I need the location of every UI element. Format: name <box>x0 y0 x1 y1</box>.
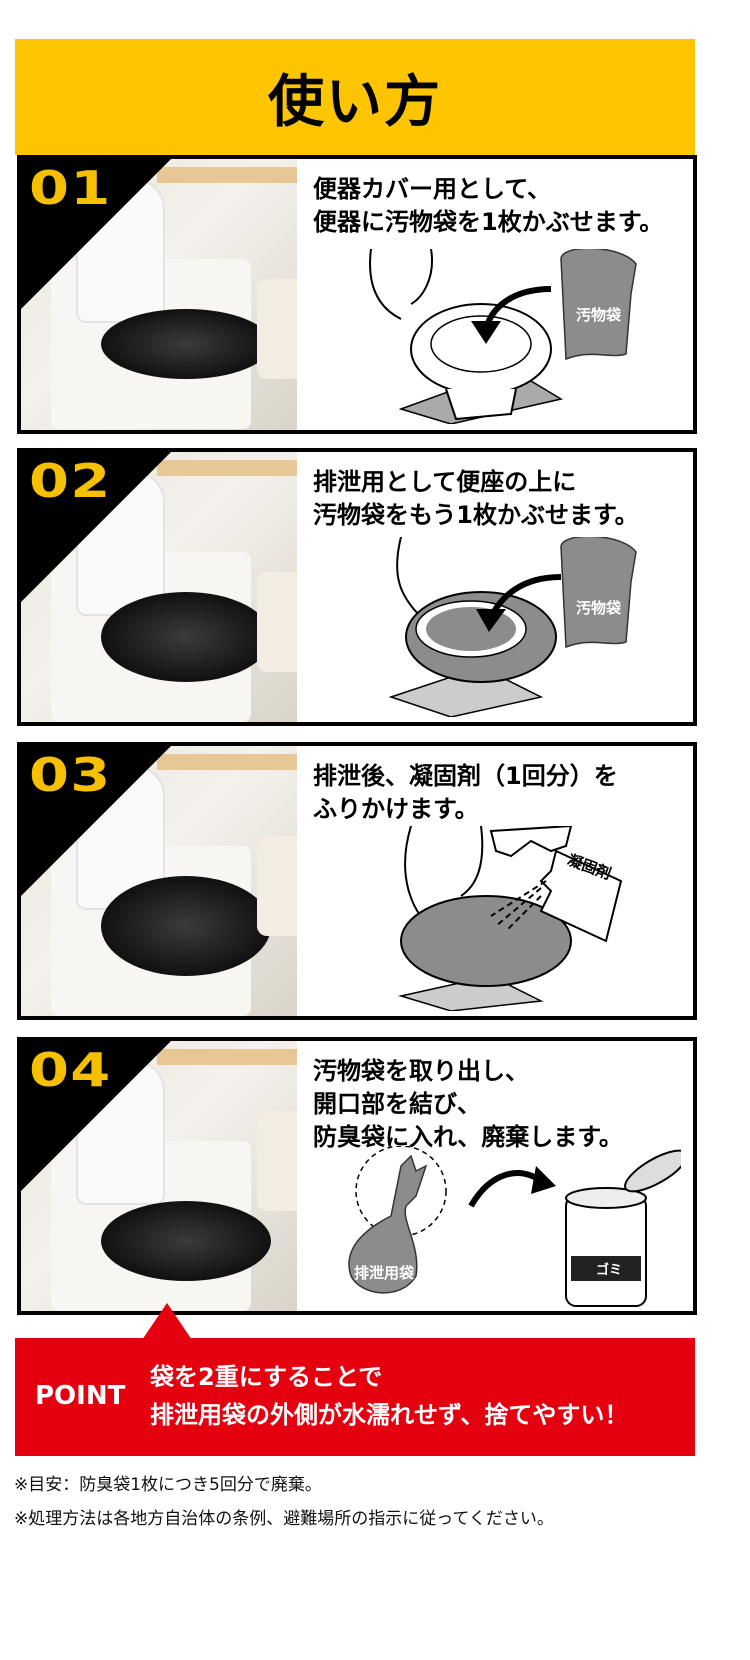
hand <box>257 572 297 672</box>
point-pointer <box>140 1303 194 1343</box>
step-photo-02: 02 <box>21 452 297 722</box>
bin-label: ゴミ <box>596 1263 623 1278</box>
step-panel-03: 03 排泄後、凝固剤（1回分）を ふりかけます。 凝固剤 <box>17 742 697 1020</box>
step-number: 03 <box>29 748 112 802</box>
step-panel-02: 02 排泄用として便座の上に 汚物袋をもう1枚かぶせます。 汚物袋 <box>17 448 697 726</box>
note-2: ※処理方法は各地方自治体の条例、避難場所の指示に従ってください。 <box>14 1509 554 1529</box>
step-photo-03: 03 <box>21 746 297 1016</box>
shelf <box>157 1049 297 1065</box>
shelf <box>157 167 297 183</box>
black-bag <box>101 309 271 379</box>
notes: ※目安：防臭袋1枚につき5回分で廃棄。 ※処理方法は各地方自治体の条例、避難場所… <box>14 1468 554 1536</box>
bag-label: 汚物袋 <box>576 599 622 617</box>
step-text: 排泄後、凝固剤（1回分）を ふりかけます。 <box>313 762 618 823</box>
black-bag <box>101 592 271 682</box>
shelf <box>157 460 297 476</box>
toilet-illustration-icon <box>369 249 637 424</box>
page-title: 使い方 <box>268 69 442 135</box>
step-number: 04 <box>29 1043 112 1097</box>
point-label: POINT <box>35 1381 126 1411</box>
point-box: POINT 袋を2重にすることで 排泄用袋の外側が水濡れせず、捨てやすい！ <box>15 1338 695 1456</box>
toilet-illustration-icon <box>388 537 637 717</box>
number-corner <box>21 746 171 896</box>
step-text: 便器カバー用として、 便器に汚物袋を1枚かぶせます。 <box>313 175 664 236</box>
hand <box>257 836 297 936</box>
black-bag <box>101 1201 271 1281</box>
step-photo-04: 04 <box>21 1041 297 1311</box>
step-number: 02 <box>29 454 112 508</box>
note-1: ※目安：防臭袋1枚につき5回分で廃棄。 <box>14 1475 322 1495</box>
step-number: 01 <box>29 161 112 215</box>
step-text: 排泄用として便座の上に 汚物袋をもう1枚かぶせます。 <box>313 468 639 529</box>
hand <box>257 279 297 379</box>
step-panel-04: 04 汚物袋を取り出し、 開口部を結び、 防臭袋に入れ、廃棄します。 排泄用袋 … <box>17 1037 697 1315</box>
coagulant-illustration-icon <box>398 826 623 1011</box>
point-text: 袋を2重にすることで 排泄用袋の外側が水濡れせず、捨てやすい！ <box>150 1363 629 1429</box>
step-panel-01: 01 便器カバー用として、 便器に汚物袋を1枚かぶせます。 汚物袋 <box>17 155 697 434</box>
disposal-illustration-icon <box>348 1146 681 1307</box>
title-banner: 使い方 <box>15 39 695 155</box>
hand <box>257 1111 297 1211</box>
number-corner <box>21 1041 171 1191</box>
bag-label: 排泄用袋 <box>354 1264 415 1282</box>
shelf <box>157 754 297 770</box>
step-text: 汚物袋を取り出し、 開口部を結び、 防臭袋に入れ、廃棄します。 <box>313 1057 623 1151</box>
step-photo-01: 01 <box>21 159 297 430</box>
number-corner <box>21 452 171 602</box>
bag-label: 汚物袋 <box>576 306 622 324</box>
number-corner <box>21 159 171 309</box>
